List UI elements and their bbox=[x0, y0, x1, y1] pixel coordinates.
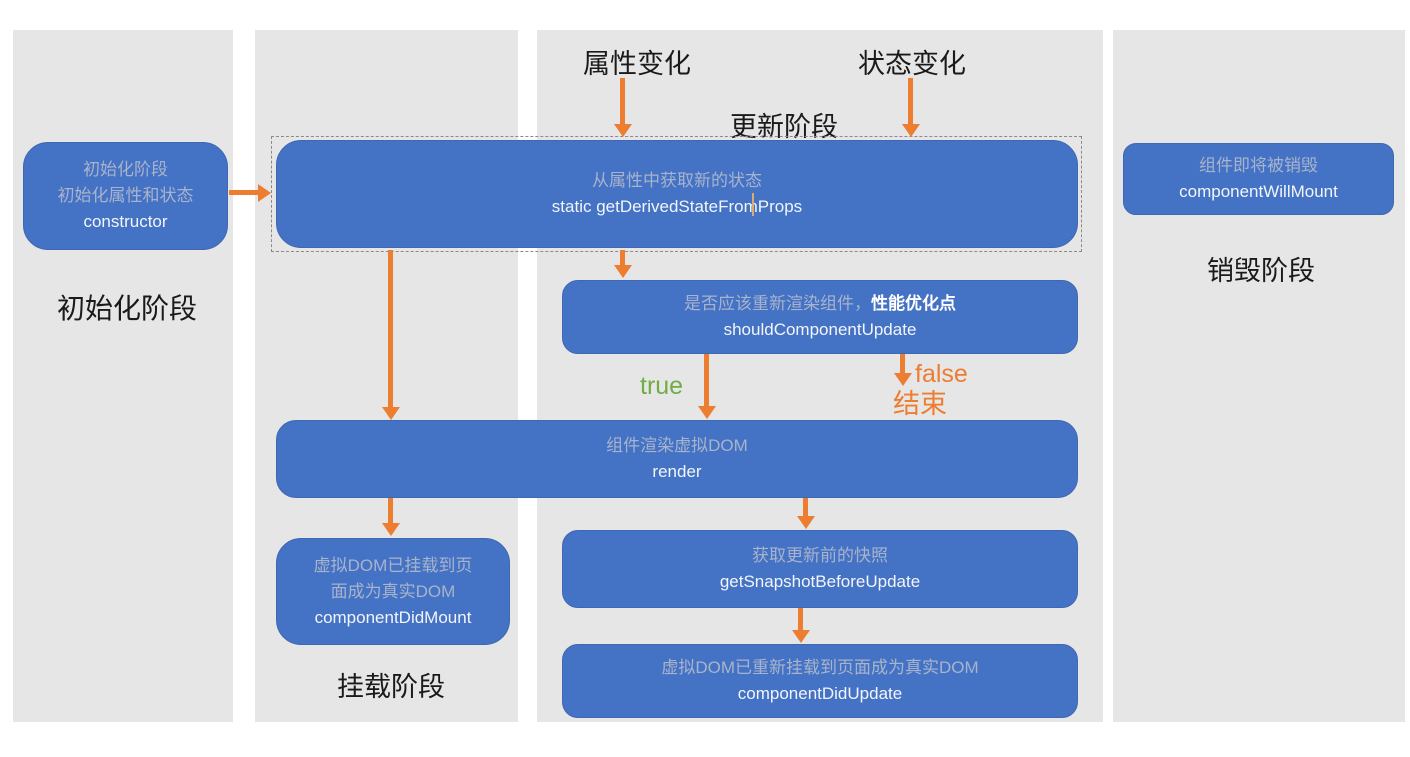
box-snapshot-code: getSnapshotBeforeUpdate bbox=[719, 572, 921, 591]
selection-outline bbox=[271, 136, 1082, 252]
box-will-unmount-code: componentWillMount bbox=[1179, 182, 1338, 201]
box-get-derived-state-from-props[interactable]: 从属性中获取新的状态 static getDerivedStateFromPro… bbox=[276, 140, 1078, 248]
box-did-update-code: componentDidUpdate bbox=[737, 684, 903, 703]
end-label: 结束 bbox=[893, 389, 947, 419]
arrow-constructor-to-getderived-icon bbox=[229, 183, 271, 202]
text-cursor bbox=[752, 193, 754, 216]
box-render-code: render bbox=[652, 462, 702, 481]
box-get-snapshot-before-update[interactable]: 获取更新前的快照 getSnapshotBeforeUpdate bbox=[562, 530, 1078, 608]
box-render-line1: 组件渲染虚拟DOM bbox=[606, 436, 748, 455]
arrow-state-change-down-icon bbox=[901, 78, 920, 137]
box-should-component-update[interactable]: 是否应该重新渲染组件，性能优化点 shouldComponentUpdate bbox=[562, 280, 1078, 354]
box-render[interactable]: 组件渲染虚拟DOM render bbox=[276, 420, 1078, 498]
box-should-update-question: 是否应该重新渲染组件， bbox=[684, 294, 871, 313]
column-init-phase bbox=[13, 30, 233, 722]
arrow-render-to-snapshot-icon bbox=[796, 498, 815, 529]
box-component-will-unmount[interactable]: 组件即将被销毁 componentWillMount bbox=[1123, 143, 1394, 215]
box-should-update-line1: 是否应该重新渲染组件，性能优化点 bbox=[684, 291, 956, 317]
mount-phase-title: 挂载阶段 bbox=[337, 672, 445, 702]
props-change-label: 属性变化 bbox=[583, 49, 691, 79]
box-component-did-update[interactable]: 虚拟DOM已重新挂载到页面成为真实DOM componentDidUpdate bbox=[562, 644, 1078, 718]
true-branch-label: true bbox=[640, 372, 684, 400]
box-constructor[interactable]: 初始化阶段 初始化属性和状态 constructor bbox=[23, 142, 228, 250]
box-did-mount-line1: 虚拟DOM已挂载到页 bbox=[313, 555, 473, 575]
box-did-mount-line2: 面成为真实DOM bbox=[330, 581, 456, 601]
arrow-snapshot-to-didupdate-icon bbox=[791, 608, 810, 643]
box-get-derived-code: static getDerivedStateFromProps bbox=[551, 197, 803, 216]
arrow-getderived-to-render-icon bbox=[381, 250, 400, 420]
arrow-props-change-down-icon bbox=[613, 78, 632, 137]
box-should-update-highlight: 性能优化点 bbox=[871, 294, 956, 313]
false-branch-label: false bbox=[915, 360, 968, 388]
update-phase-title: 更新阶段 bbox=[730, 112, 838, 142]
box-snapshot-line1: 获取更新前的快照 bbox=[752, 546, 888, 565]
box-did-mount-code: componentDidMount bbox=[314, 607, 472, 627]
init-phase-title: 初始化阶段 bbox=[57, 293, 198, 324]
arrow-render-to-didmount-icon bbox=[381, 498, 400, 536]
destroy-phase-title: 销毁阶段 bbox=[1207, 256, 1315, 286]
arrow-false-branch-icon bbox=[893, 354, 912, 386]
box-should-update-code: shouldComponentUpdate bbox=[723, 320, 917, 339]
box-will-unmount-line1: 组件即将被销毁 bbox=[1199, 156, 1318, 175]
box-constructor-line1: 初始化阶段 bbox=[83, 160, 168, 179]
box-constructor-code: constructor bbox=[83, 212, 168, 231]
box-get-derived-line1: 从属性中获取新的状态 bbox=[592, 171, 762, 190]
state-change-label: 状态变化 bbox=[858, 49, 966, 79]
arrow-getderived-to-shouldupdate-icon bbox=[613, 250, 632, 278]
box-constructor-line2: 初始化属性和状态 bbox=[57, 186, 194, 205]
box-did-update-line1: 虚拟DOM已重新挂载到页面成为真实DOM bbox=[661, 658, 979, 677]
box-component-did-mount[interactable]: 虚拟DOM已挂载到页 面成为真实DOM componentDidMount bbox=[276, 538, 510, 645]
column-destroy-phase bbox=[1113, 30, 1405, 722]
arrow-true-branch-icon bbox=[697, 354, 716, 419]
